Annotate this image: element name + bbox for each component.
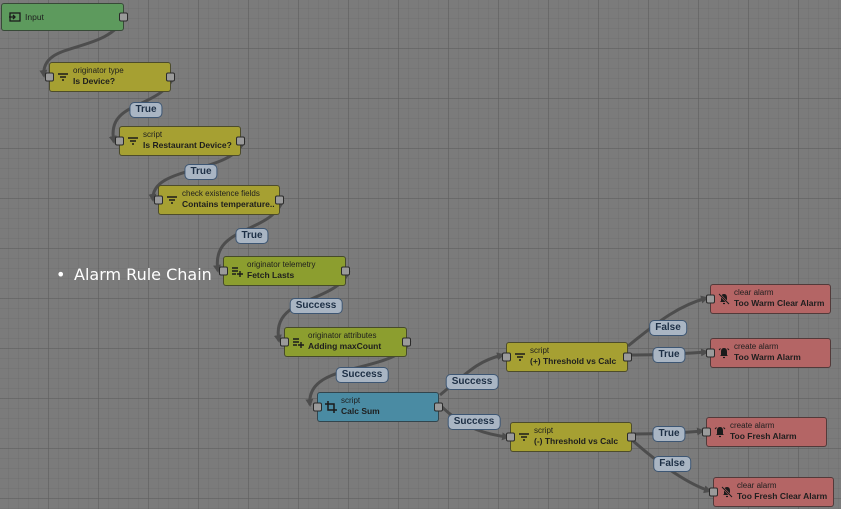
edge-label-false[interactable]: False (653, 456, 691, 472)
alarm-icon (714, 426, 726, 438)
output-port[interactable] (236, 136, 245, 146)
input-port[interactable] (709, 487, 718, 497)
node-name: Fetch Lasts (247, 270, 295, 280)
output-port[interactable] (623, 352, 632, 362)
node-name: (-) Threshold vs Calc (534, 436, 619, 446)
node-threshold-plus[interactable]: script(+) Threshold vs Calc (502, 342, 632, 372)
node-name: Is Restaurant Device? (143, 140, 232, 150)
input-port[interactable] (706, 294, 715, 304)
node-type: script (530, 346, 550, 355)
output-port[interactable] (275, 195, 284, 205)
node-type: script (534, 426, 554, 435)
node-input-name: Input (25, 12, 44, 22)
edge-label-success[interactable]: Success (289, 298, 343, 314)
node-type: create alarm (730, 421, 775, 430)
edge-label-false[interactable]: False (649, 320, 687, 336)
node-name: Too Warm Clear Alarm (734, 298, 825, 308)
edge-label-true[interactable]: True (652, 426, 686, 442)
caption-text: Alarm Rule Chain (74, 265, 212, 284)
node-type: create alarm (734, 342, 779, 351)
node-type: clear alarm (737, 481, 777, 490)
edge-label-true[interactable]: True (652, 347, 686, 363)
edge-label-success[interactable]: Success (447, 414, 501, 430)
input-port[interactable] (502, 352, 511, 362)
input-port[interactable] (280, 337, 289, 347)
transform-icon (325, 401, 337, 413)
filter-icon (514, 351, 526, 363)
edge-threshold-minus-to-clear-fresh (631, 438, 712, 494)
node-type: script (143, 130, 163, 139)
output-port[interactable] (119, 12, 128, 22)
enrichment-icon (292, 336, 304, 348)
filter-icon (166, 194, 178, 206)
node-name: Too Fresh Alarm (730, 431, 797, 441)
input-port[interactable] (115, 136, 124, 146)
input-port[interactable] (506, 432, 515, 442)
node-name: Calc Sum (341, 406, 380, 416)
node-name: (+) Threshold vs Calc (530, 356, 617, 366)
input-port[interactable] (313, 402, 322, 412)
edge-label-true[interactable]: True (235, 228, 269, 244)
filter-icon (57, 71, 69, 83)
input-port[interactable] (45, 72, 54, 82)
bullet-icon: • (56, 265, 66, 284)
output-port[interactable] (341, 266, 350, 276)
node-type: originator type (73, 66, 124, 75)
filter-icon (518, 431, 530, 443)
node-input[interactable]: Input (1, 3, 128, 31)
node-type: clear alarm (734, 288, 774, 297)
input-port[interactable] (219, 266, 228, 276)
input-port[interactable] (154, 195, 163, 205)
edge-threshold-plus-to-clear-warm (627, 295, 709, 348)
node-name: Contains temperature... (182, 199, 275, 209)
node-name: Adding maxCount (308, 341, 382, 351)
node-name: Too Warm Alarm (734, 352, 801, 362)
edge-label-success[interactable]: Success (335, 367, 389, 383)
node-name: Is Device? (73, 76, 116, 86)
input-port[interactable] (702, 427, 711, 437)
rule-chain-caption: • Alarm Rule Chain (56, 265, 212, 284)
node-threshold-minus[interactable]: script(-) Threshold vs Calc (506, 422, 636, 452)
alarm-off-icon (721, 486, 733, 498)
node-type: script (341, 396, 361, 405)
enrichment-icon (231, 265, 243, 277)
output-port[interactable] (166, 72, 175, 82)
node-type: check existence fields (182, 189, 260, 198)
edge-label-true[interactable]: True (129, 102, 163, 118)
input-icon (9, 11, 21, 23)
edge-label-true[interactable]: True (184, 164, 218, 180)
node-type: originator telemetry (247, 260, 316, 269)
alarm-off-icon (718, 293, 730, 305)
edge-label-success[interactable]: Success (445, 374, 499, 390)
output-port[interactable] (627, 432, 636, 442)
node-name: Too Fresh Clear Alarm (737, 491, 828, 501)
filter-icon (127, 135, 139, 147)
output-port[interactable] (402, 337, 411, 347)
input-port[interactable] (706, 348, 715, 358)
alarm-icon (718, 347, 730, 359)
output-port[interactable] (434, 402, 443, 412)
node-type: originator attributes (308, 331, 377, 340)
